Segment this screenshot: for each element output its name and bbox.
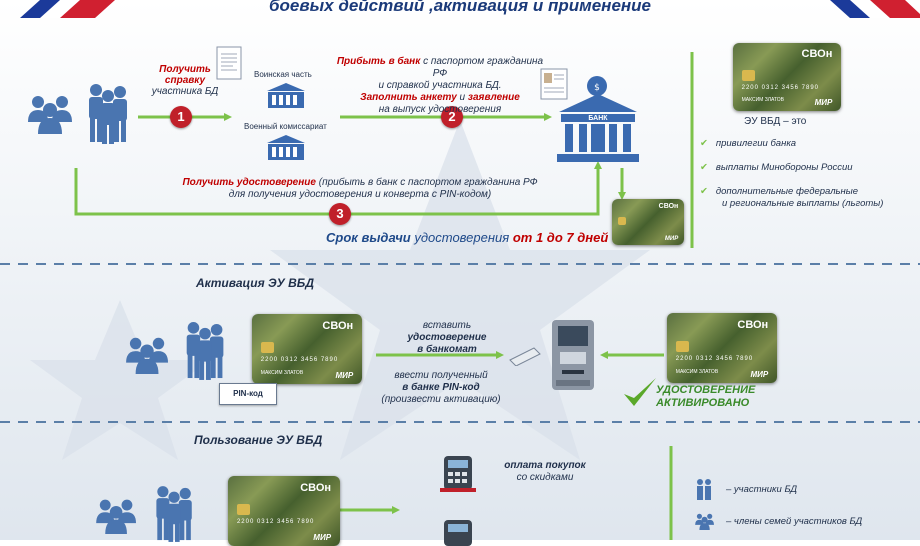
step-number-1: 1 [170, 106, 192, 128]
family-members-icon [126, 337, 168, 374]
soldiers-icon [89, 84, 127, 144]
step-number-2: 2 [441, 106, 463, 128]
commissariat-label: Военный комиссариат [244, 122, 327, 131]
step2-action-arrive: Прибыть в банк [336, 56, 421, 67]
commissariat-building-icon [267, 135, 305, 160]
atm-icon [552, 320, 594, 390]
insert-text-1: вставить [422, 320, 472, 331]
legend-family: – члены семей участников БД [726, 516, 863, 527]
step2-text-passport: с паспортом гражданина РФ [423, 56, 544, 79]
term-mid: удостоверения [414, 230, 510, 245]
step2-action-application: заявление [467, 92, 520, 103]
step3-action: Получить удостоверение [182, 177, 316, 188]
step3-text-pin: для получения удостоверения и конверта с… [228, 189, 492, 200]
enter-pin-text-2: в банке PIN-код [402, 382, 480, 393]
checkmark-icon [624, 378, 656, 406]
activated-text-1: УДОСТОВЕРЕНИЕ [656, 384, 756, 396]
veteran-card-activation: СВОн 2200 0312 3456 7890 МАКСИМ ЗЛАТОВ М… [252, 314, 362, 384]
side-item-additional: дополнительные федеральные [715, 186, 859, 197]
payment-terminal-icon [440, 456, 476, 492]
soldiers-icon [156, 486, 192, 542]
svg-text:$: $ [594, 83, 600, 93]
pin-envelope: PIN-код [219, 383, 277, 405]
side-panel-title: ЭУ ВБД – это [744, 116, 807, 127]
certificate-document-icon [216, 46, 242, 80]
family-members-icon [28, 96, 72, 134]
step2-and: и [459, 92, 466, 103]
side-item-mod-payments: выплаты Минобороны России [715, 162, 853, 173]
step2-text-certificate: и справкой участника БД. [378, 80, 502, 91]
step1-text: участника БД [151, 86, 219, 97]
flag-ribbon-right [830, 0, 920, 18]
bank-label: БАНК [588, 115, 608, 122]
section-activation-title: Активация ЭУ ВБД [196, 276, 315, 290]
page-title: боевых действий ,активация и применение [268, 0, 652, 15]
veteran-card-activated: СВОн 2200 0312 3456 7890 МАКСИМ ЗЛАТОВ М… [667, 313, 777, 383]
veteran-card-small: СВОн МИР [612, 199, 684, 245]
legend-participants: – участники БД [726, 484, 798, 495]
veteran-card-panel: СВОн 2200 0312 3456 7890 МАКСИМ ЗЛАТОВ М… [733, 43, 841, 111]
insert-text-3: в банкомат [417, 344, 477, 355]
bank-building-icon: $ [557, 76, 639, 162]
step2-action-form: Заполнить анкету [360, 92, 457, 103]
term-days: от 1 до 7 дней [512, 230, 609, 245]
enter-pin-text-3: (произвести активацию) [381, 394, 501, 405]
enter-pin-text-1: ввести полученный [394, 370, 488, 381]
card-insert-icon [509, 347, 541, 366]
payment-terminal-icon [444, 520, 472, 546]
step-number-3: 3 [329, 203, 351, 225]
step2-text-issue: на выпуск удостоверения [378, 104, 502, 115]
term-prefix: Срок выдачи [326, 230, 411, 245]
soldiers-icon [186, 322, 224, 380]
section-usage-title: Пользование ЭУ ВБД [194, 433, 323, 447]
side-item-privileges: привилегии банка [715, 138, 797, 149]
side-item-regional: и региональные выплаты (льготы) [722, 198, 884, 209]
soldier-legend-icon [697, 479, 711, 500]
insert-text-2: удостоверение [407, 332, 487, 343]
military-unit-building-icon [267, 83, 305, 108]
step3-text-passport: (прибыть в банк с паспортом гражданина Р… [318, 177, 538, 188]
family-legend-icon [695, 513, 714, 530]
passport-document-icon [540, 68, 568, 100]
step1-action: Получить справку [159, 64, 211, 86]
side-panel-list: ✔ привилегии банка ✔ выплаты Минобороны … [700, 138, 884, 209]
veteran-card-usage: СВОн 2200 0312 3456 7890 МИР [228, 476, 340, 546]
activated-text-2: АКТИВИРОВАНО [656, 397, 750, 409]
payment-text-1: оплата покупок [504, 460, 586, 471]
military-unit-label: Воинская часть [254, 70, 312, 79]
payment-text-2: со скидками [516, 472, 574, 483]
star-watermark [30, 120, 650, 460]
flag-ribbon-left [20, 0, 115, 18]
family-members-icon [96, 499, 136, 534]
